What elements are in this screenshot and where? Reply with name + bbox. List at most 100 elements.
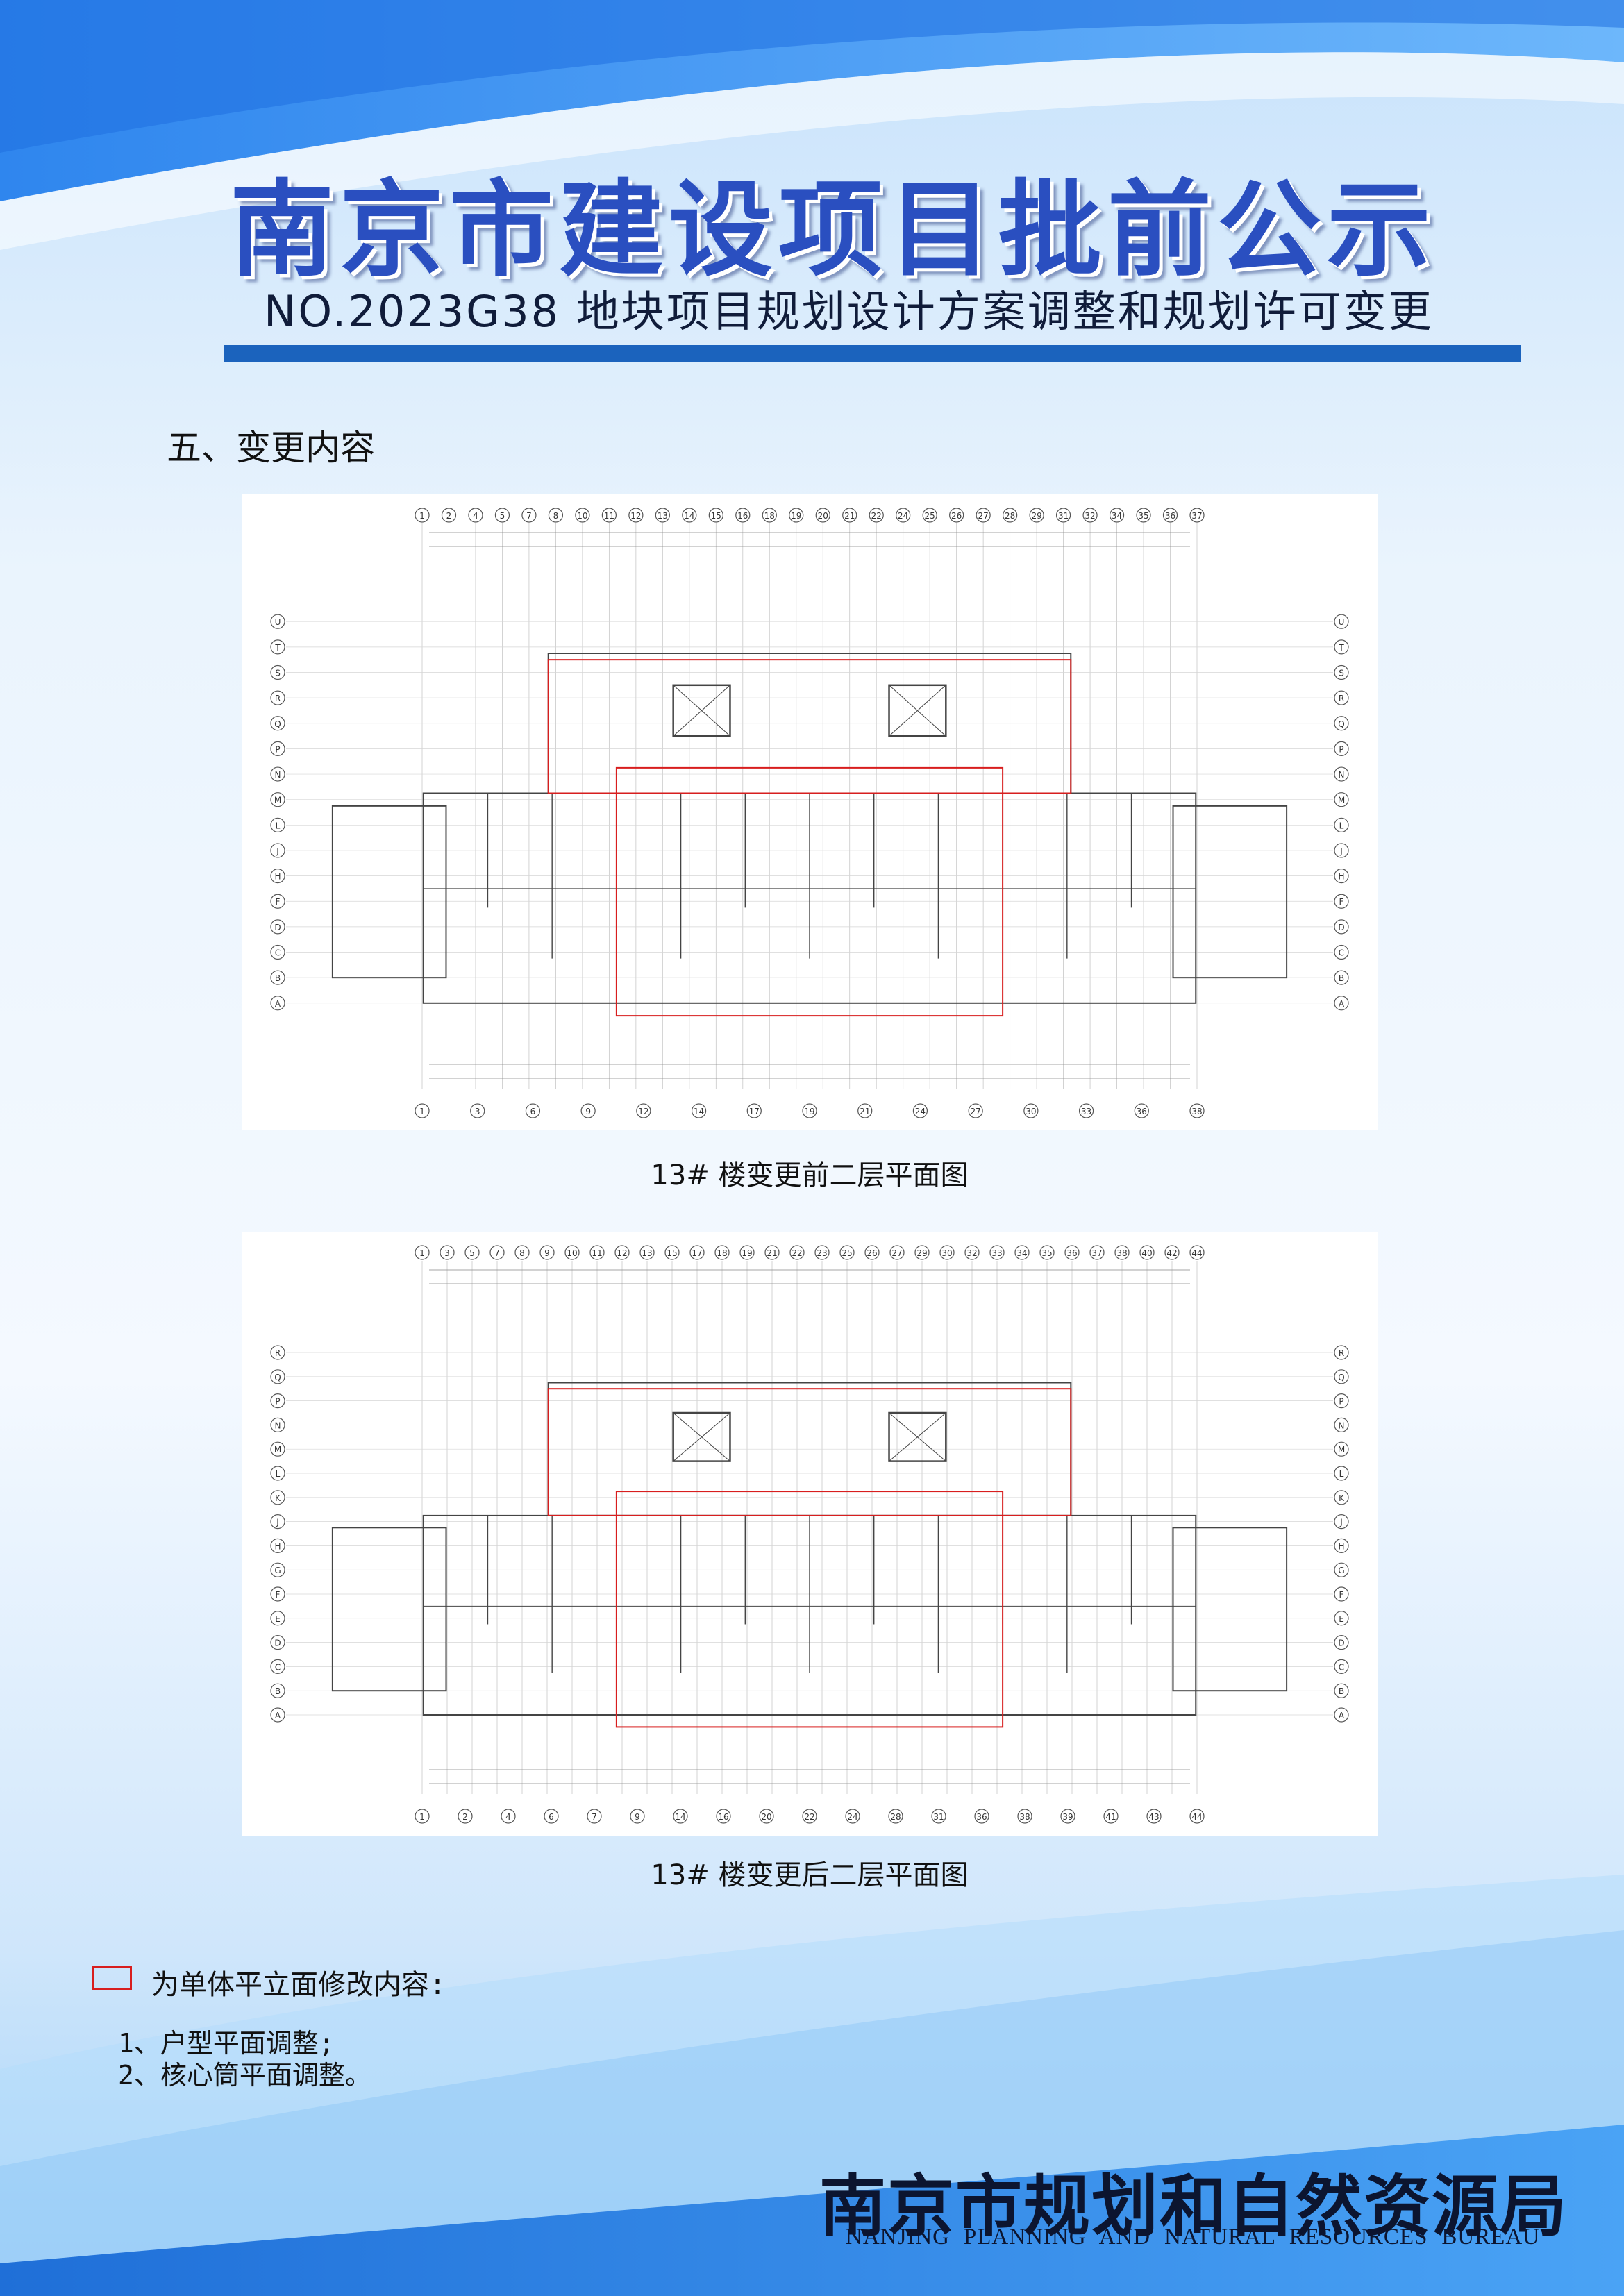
svg-text:22: 22	[804, 1812, 814, 1822]
axis-bubble-left: F	[270, 1586, 285, 1602]
axis-bubble-top: 30	[939, 1245, 955, 1260]
axis-bubble-top: 44	[1189, 1245, 1205, 1260]
svg-text:23: 23	[817, 1248, 827, 1258]
axis-bubble-bottom: 1	[415, 1809, 430, 1824]
axis-bubble-left: L	[270, 1466, 285, 1481]
axis-bubble-top: 27	[976, 508, 991, 523]
svg-text:7: 7	[592, 1812, 597, 1822]
svg-text:31: 31	[933, 1812, 944, 1822]
svg-text:D: D	[1338, 1639, 1344, 1648]
svg-text:8: 8	[553, 511, 559, 521]
axis-bubble-top: 5	[464, 1245, 480, 1260]
revision-box-core	[547, 1388, 1072, 1516]
axis-bubble-right: P	[1334, 741, 1349, 756]
svg-text:C: C	[1339, 1662, 1344, 1672]
axis-bubble-top: 24	[896, 508, 911, 523]
svg-text:F: F	[276, 1590, 281, 1600]
svg-text:E: E	[1339, 1614, 1344, 1624]
axis-bubble-right: J	[1334, 843, 1349, 858]
axis-bubble-left: K	[270, 1490, 285, 1505]
svg-text:P: P	[275, 744, 280, 754]
axis-bubble-right: J	[1334, 1514, 1349, 1530]
axis-bubble-left: P	[270, 741, 285, 756]
page-title: 南京市建设项目批前公示	[229, 169, 1437, 291]
axis-bubble-top: 37	[1089, 1245, 1105, 1260]
axis-bubble-left: N	[270, 766, 285, 782]
svg-text:32: 32	[1085, 511, 1095, 521]
axis-bubble-right: M	[1334, 1441, 1349, 1457]
svg-text:R: R	[1339, 1348, 1344, 1358]
svg-text:B: B	[1339, 973, 1344, 983]
axis-bubble-top: 4	[468, 508, 483, 523]
axis-bubble-right: D	[1334, 1634, 1349, 1650]
axis-bubble-bottom: 44	[1189, 1809, 1205, 1824]
svg-text:41: 41	[1105, 1812, 1116, 1822]
axis-bubble-top: 15	[664, 1245, 680, 1260]
axis-bubble-top: 10	[564, 1245, 580, 1260]
svg-text:13: 13	[658, 511, 668, 521]
axis-bubble-left: M	[270, 792, 285, 807]
axis-bubble-right: Q	[1334, 1369, 1349, 1384]
svg-text:M: M	[1338, 1445, 1345, 1455]
svg-text:22: 22	[871, 511, 882, 521]
svg-text:30: 30	[1026, 1107, 1036, 1116]
svg-text:10: 10	[567, 1248, 577, 1258]
svg-text:N: N	[1339, 1421, 1345, 1430]
axis-bubble-top: 22	[869, 508, 884, 523]
svg-text:17: 17	[749, 1107, 760, 1116]
axis-bubble-right: U	[1334, 614, 1349, 629]
axis-bubble-right: M	[1334, 792, 1349, 807]
legend-red-box	[92, 1966, 132, 1990]
svg-text:19: 19	[804, 1107, 814, 1116]
axis-bubble-top: 38	[1114, 1245, 1130, 1260]
page-subtitle: NO.2023G38 地块项目规划设计方案调整和规划许可变更	[264, 286, 1434, 337]
svg-text:D: D	[274, 1639, 281, 1648]
svg-text:27: 27	[971, 1107, 981, 1116]
axis-bubble-top: 1	[415, 1245, 430, 1260]
svg-text:F: F	[1339, 897, 1344, 907]
axis-bubble-right: F	[1334, 1586, 1349, 1602]
svg-text:H: H	[1338, 872, 1344, 882]
axis-bubble-bottom: 1	[415, 1103, 430, 1118]
axis-bubble-left: R	[270, 690, 285, 705]
svg-text:L: L	[276, 821, 281, 830]
svg-text:Q: Q	[1338, 1373, 1344, 1382]
svg-text:N: N	[1339, 770, 1345, 780]
axis-bubble-left: P	[270, 1393, 285, 1409]
legend-text: 为单体平立面修改内容:	[151, 1969, 446, 2001]
axis-bubble-top: 16	[735, 508, 751, 523]
axis-bubble-right: R	[1334, 1345, 1349, 1360]
svg-text:15: 15	[711, 511, 721, 521]
axis-bubble-top: 33	[989, 1245, 1005, 1260]
svg-text:19: 19	[791, 511, 801, 521]
axis-bubble-right: T	[1334, 639, 1349, 655]
svg-text:36: 36	[1066, 1248, 1077, 1258]
svg-text:15: 15	[667, 1248, 677, 1258]
svg-text:18: 18	[764, 511, 775, 521]
caption-after: 13# 楼变更后二层平面图	[651, 1859, 969, 1891]
axis-bubble-left: R	[270, 1345, 285, 1360]
svg-text:T: T	[1338, 643, 1344, 653]
svg-text:20: 20	[761, 1812, 771, 1822]
axis-bubble-bottom: 28	[888, 1809, 903, 1824]
svg-text:4: 4	[473, 511, 478, 521]
axis-bubble-right: Q	[1334, 716, 1349, 731]
svg-text:L: L	[1339, 1469, 1344, 1479]
axis-bubble-right: R	[1334, 690, 1349, 705]
svg-text:K: K	[1339, 1493, 1345, 1503]
note-item: 2、核心筒平面调整。	[118, 2060, 371, 2090]
axis-bubble-top: 18	[714, 1245, 730, 1260]
svg-text:R: R	[275, 1348, 281, 1358]
axis-bubble-right: B	[1334, 1683, 1349, 1698]
svg-text:39: 39	[1062, 1812, 1073, 1822]
axis-bubble-top: 31	[1055, 508, 1071, 523]
axis-bubble-top: 36	[1162, 508, 1178, 523]
axis-bubble-top: 8	[548, 508, 564, 523]
svg-text:20: 20	[818, 511, 828, 521]
axis-bubble-top: 21	[764, 1245, 780, 1260]
svg-text:Q: Q	[1338, 719, 1344, 729]
svg-text:33: 33	[991, 1248, 1002, 1258]
svg-text:18: 18	[717, 1248, 727, 1258]
axis-bubble-top: 27	[889, 1245, 905, 1260]
revision-box-core	[547, 659, 1072, 794]
